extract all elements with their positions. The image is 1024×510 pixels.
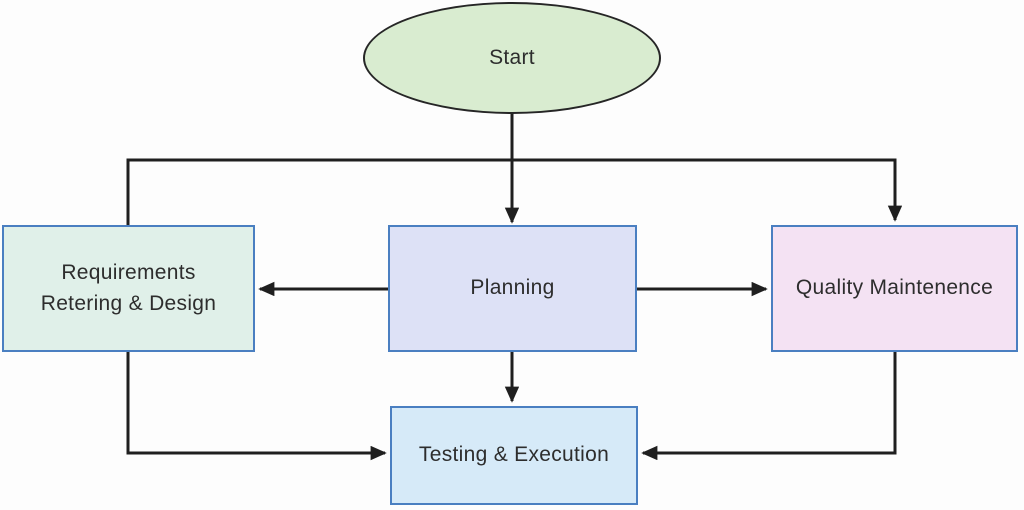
edge-start-to-quality [512,158,903,222]
edge-start-to-requirements [126,158,512,226]
edge-quality-to-testing [641,352,897,461]
node-start: Start [363,2,661,114]
node-requirements-design: Requirements Retering & Design [2,225,255,352]
node-quality-maintenance-label: Quality Maintenence [795,276,994,300]
node-quality-maintenance: Quality Maintenence [771,225,1018,352]
node-planning: Planning [388,225,637,352]
node-requirements-design-label: Requirements Retering & Design [40,261,217,315]
edge-requirements-to-testing [126,352,387,461]
node-testing-execution: Testing & Execution [390,406,638,505]
node-testing-execution-label: Testing & Execution [418,443,610,467]
node-planning-label: Planning [470,276,555,300]
node-start-label: Start [489,45,535,69]
